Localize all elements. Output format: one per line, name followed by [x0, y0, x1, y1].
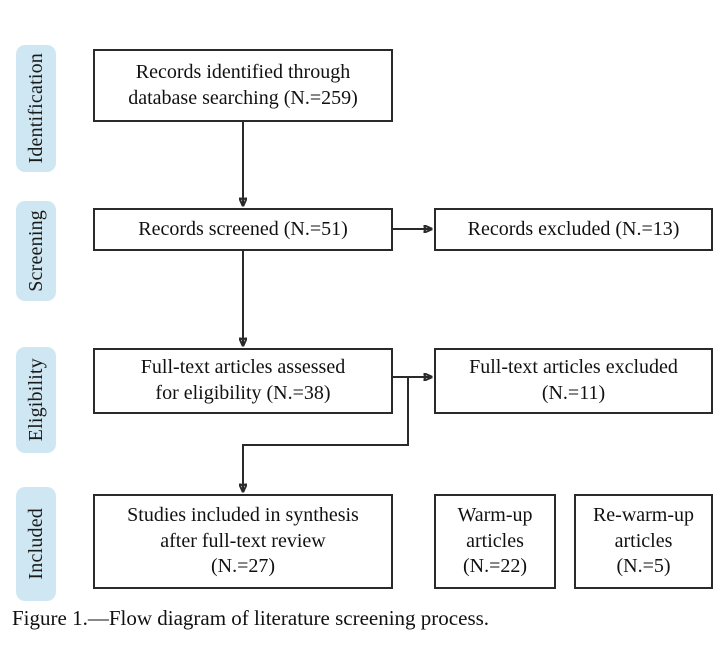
figure-caption: Figure 1.—Flow diagram of literature scr…	[12, 606, 490, 630]
flow-box-records-identified: Records identified through database sear…	[93, 49, 393, 122]
stage-badge-identification: Identification	[16, 45, 56, 172]
flow-box-records-screened-text: Records screened (N.=51)	[138, 217, 348, 240]
stage-badge-included-label: Included	[25, 508, 47, 580]
flow-box-warmup-articles-text: Warm-up articles (N.=22)	[457, 504, 533, 578]
flow-box-fulltext-assessed: Full-text articles assessed for eligibil…	[93, 348, 393, 414]
flow-box-rewarmup-articles-text: Re-warm-up articles (N.=5)	[592, 504, 695, 578]
stage-badge-eligibility: Eligibility	[16, 347, 56, 453]
flow-box-warmup-articles: Warm-up articles (N.=22)	[434, 494, 556, 589]
flow-box-records-identified-text: Records identified through database sear…	[128, 60, 358, 109]
flow-box-studies-included: Studies included in synthesis after full…	[93, 494, 393, 589]
flow-box-rewarmup-articles: Re-warm-up articles (N.=5)	[574, 494, 713, 589]
flow-box-fulltext-assessed-text: Full-text articles assessed for eligibil…	[140, 356, 346, 404]
stage-badge-screening: Screening	[16, 201, 56, 301]
flow-box-studies-included-text: Studies included in synthesis after full…	[127, 504, 359, 578]
stage-badge-eligibility-label: Eligibility	[25, 358, 47, 442]
stage-badge-screening-label: Screening	[25, 210, 47, 292]
flow-box-records-excluded-text: Records excluded (N.=13)	[467, 217, 680, 240]
stage-badge-included: Included	[16, 487, 56, 601]
flow-box-fulltext-excluded: Full-text articles excluded (N.=11)	[434, 348, 713, 414]
stage-badge-identification-label: Identification	[25, 53, 47, 164]
flow-box-fulltext-excluded-text: Full-text articles excluded (N.=11)	[469, 356, 678, 404]
flow-box-records-excluded: Records excluded (N.=13)	[434, 208, 713, 251]
flow-box-records-screened: Records screened (N.=51)	[93, 208, 393, 251]
